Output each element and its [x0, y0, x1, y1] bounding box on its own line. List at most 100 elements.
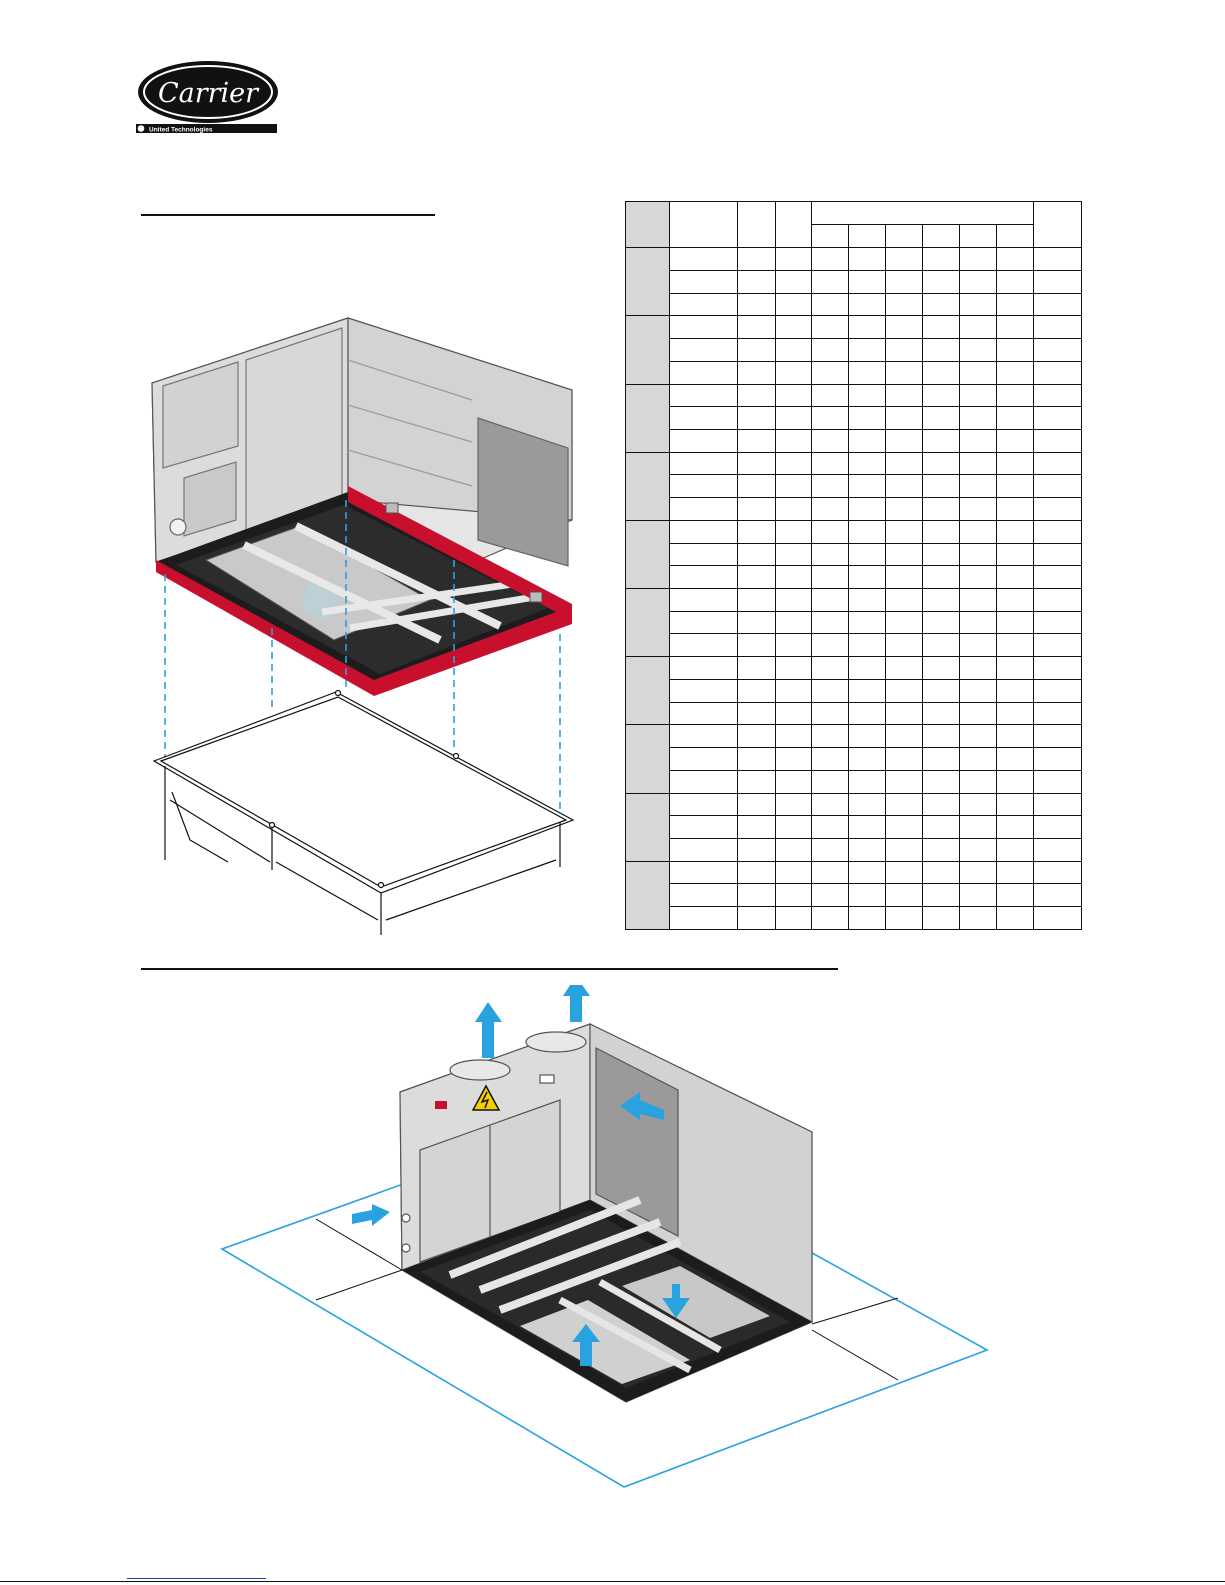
- table-cell: [885, 360, 923, 385]
- table-cell: [995, 519, 1035, 544]
- table-cell: [922, 519, 960, 544]
- table-header-cell: [669, 200, 738, 249]
- table-cell: [922, 860, 960, 885]
- table-cell: [922, 474, 960, 499]
- table-cell: [922, 338, 960, 362]
- table-cell: [775, 769, 812, 794]
- table-cell: [737, 860, 776, 885]
- table-cell: [995, 860, 1035, 885]
- airflow-arrows: [352, 985, 690, 1366]
- table-cell: [737, 724, 776, 749]
- table-group-cell: [625, 519, 670, 590]
- table-cell: [959, 656, 997, 680]
- table-cell: [669, 406, 738, 430]
- table-cell: [995, 815, 1035, 839]
- spec-table-grid: [625, 200, 1083, 931]
- table-cell: [737, 360, 776, 385]
- table-cell: [669, 906, 738, 930]
- table-row: [626, 474, 1083, 499]
- table-cell: [737, 747, 776, 771]
- table-cell: [885, 292, 923, 317]
- table-cell: [775, 497, 812, 521]
- table-cell: [811, 633, 849, 658]
- table-cell: [995, 724, 1035, 749]
- table-cell: [669, 610, 738, 635]
- table-cell: [737, 292, 776, 317]
- table-cell: [922, 747, 960, 771]
- airflow-down-arrow: [662, 1284, 690, 1318]
- table-cell: [775, 701, 812, 726]
- table-row: [625, 792, 1083, 862]
- table-cell: [995, 247, 1035, 271]
- table-cell: [811, 542, 849, 567]
- table-cell: [885, 837, 923, 862]
- table-cell: [885, 383, 923, 408]
- table-cell: [669, 724, 738, 749]
- table-cell: [811, 338, 849, 362]
- table-cell: [811, 610, 849, 635]
- table-cell: [885, 610, 923, 635]
- table-cell: [669, 338, 738, 362]
- table-cell: [811, 451, 849, 476]
- table-cell: [811, 360, 849, 385]
- table-cell: [922, 792, 960, 817]
- table-row: [626, 701, 1083, 726]
- table-cell: [775, 406, 812, 430]
- table-cell: [995, 451, 1035, 476]
- section-rule-top: [141, 214, 435, 216]
- table-cell: [669, 883, 738, 908]
- table-cell: [737, 769, 776, 794]
- table-cell: [885, 588, 923, 612]
- table-row: [625, 383, 1083, 453]
- table-cell: [995, 588, 1035, 612]
- table-cell: [995, 701, 1035, 726]
- table-cell: [1033, 610, 1083, 635]
- table-cell: [737, 792, 776, 817]
- table-cell: [848, 883, 886, 908]
- table-cell: [922, 383, 960, 408]
- table-cell: [775, 747, 812, 771]
- table-cell: [995, 542, 1035, 567]
- table-cell: [669, 429, 738, 453]
- table-cell: [959, 338, 997, 362]
- table-header-cell: [1033, 200, 1083, 249]
- table-cell: [1033, 383, 1083, 408]
- table-cell: [811, 383, 849, 408]
- table-cell: [1033, 815, 1083, 839]
- table-cell: [1033, 292, 1083, 317]
- table-cell: [669, 701, 738, 726]
- table-cell: [669, 678, 738, 703]
- table-cell: [848, 588, 886, 612]
- table-row: [626, 338, 1083, 362]
- table-cell: [848, 701, 886, 726]
- table-cell: [959, 406, 997, 430]
- table-cell: [811, 860, 849, 885]
- table-cell: [737, 656, 776, 680]
- table-cell: [922, 588, 960, 612]
- table-cell: [1033, 338, 1083, 362]
- table-cell: [1033, 315, 1083, 340]
- table-cell: [1033, 588, 1083, 612]
- table-group-cell: [625, 451, 670, 521]
- table-group-cell: [625, 315, 670, 385]
- table-cell: [959, 519, 997, 544]
- table-group-cell: [625, 383, 670, 453]
- table-cell: [885, 429, 923, 453]
- table-cell: [995, 792, 1035, 817]
- table-cell: [959, 542, 997, 567]
- table-cell: [1033, 429, 1083, 453]
- table-cell: [922, 883, 960, 908]
- table-row: [625, 860, 1083, 931]
- table-cell: [922, 247, 960, 271]
- footer-link[interactable]: [127, 1578, 266, 1579]
- table-cell: [995, 497, 1035, 521]
- table-cell: [669, 769, 738, 794]
- table-cell: [737, 883, 776, 908]
- table-cell: [959, 565, 997, 590]
- table-group-cell: [625, 860, 670, 931]
- table-cell: [1033, 701, 1083, 726]
- table-cell: [922, 769, 960, 794]
- table-cell: [775, 360, 812, 385]
- table-cell: [922, 315, 960, 340]
- table-cell: [737, 837, 776, 862]
